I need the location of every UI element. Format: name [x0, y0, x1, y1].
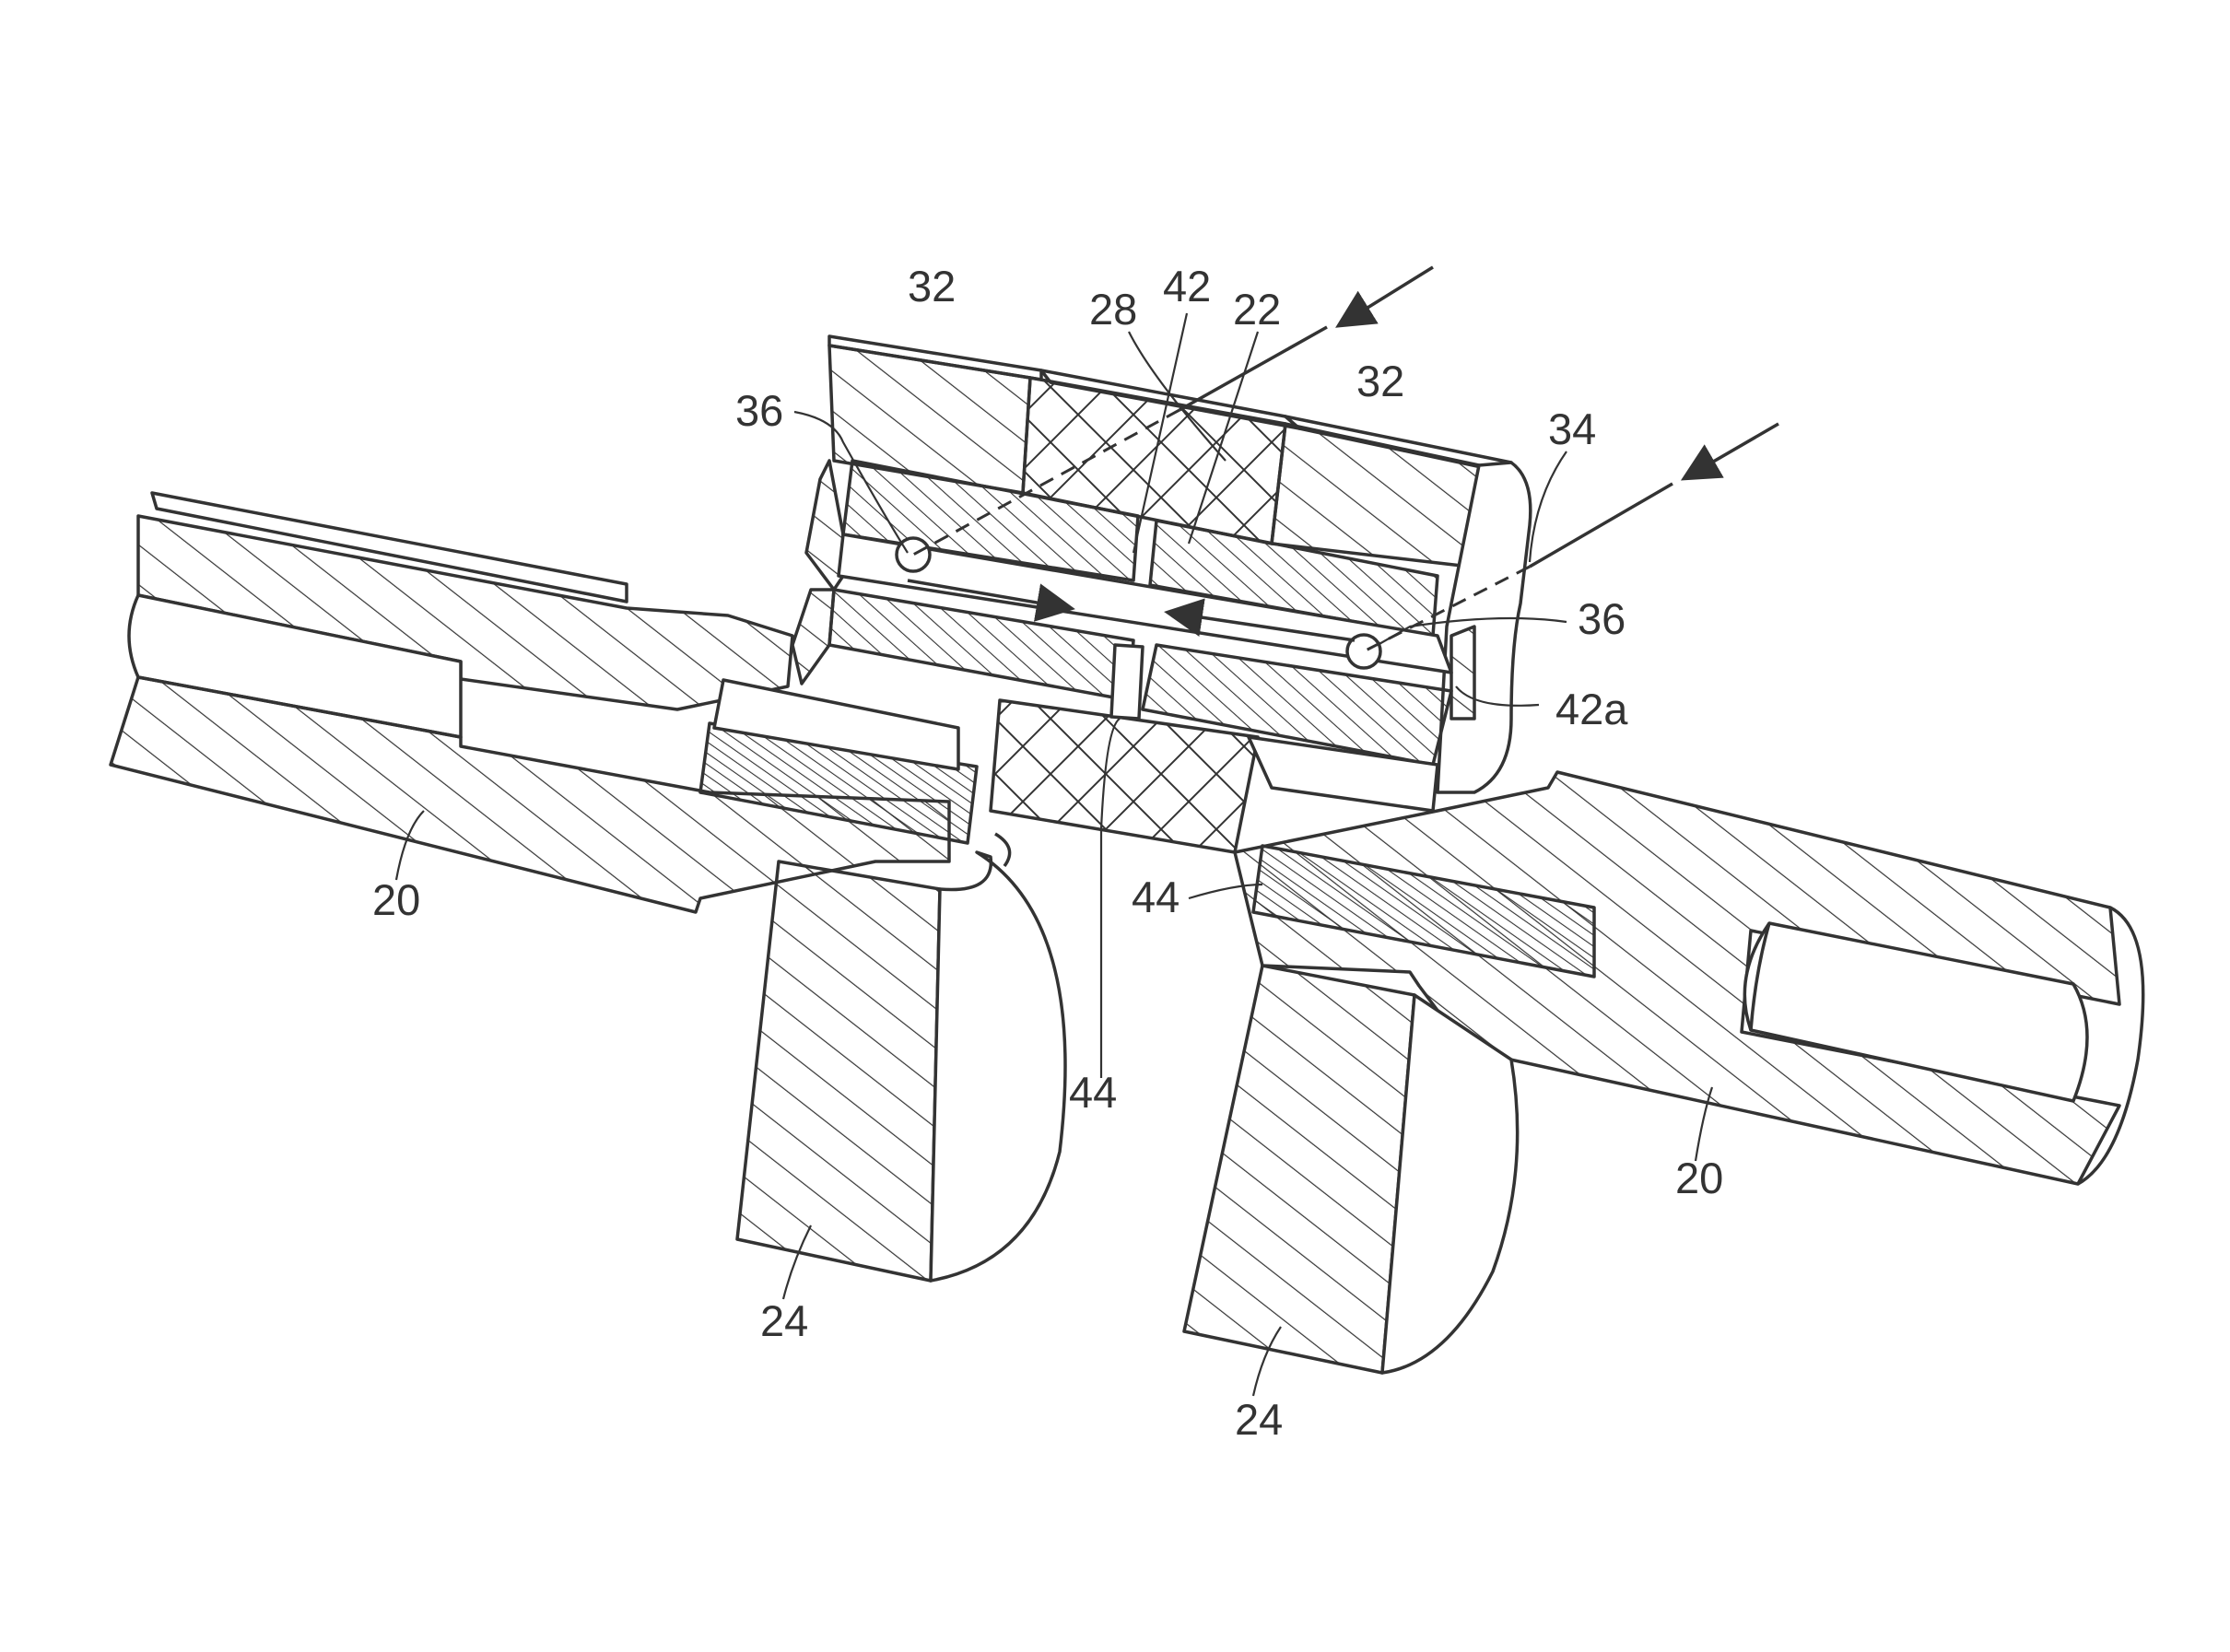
leader-44-upper [1455, 685, 1540, 707]
supply-line-upper [1179, 325, 1328, 412]
leader-36-right [1377, 616, 1567, 646]
label-36-right: 36 [1578, 594, 1626, 643]
label-24-left: 24 [760, 1296, 808, 1345]
left-crank-web [735, 832, 1067, 1283]
flow-arrow-right [907, 579, 1075, 622]
label-44-upper: 42a [1555, 685, 1628, 733]
housing [791, 334, 1532, 854]
oil-hole-left [895, 536, 932, 573]
supply-arrow-upper [1335, 265, 1434, 328]
right-shaft [1233, 735, 2145, 1186]
label-44-lower: 44 [1132, 873, 1180, 921]
leader-36-left [793, 410, 909, 554]
label-22: 22 [1233, 285, 1281, 334]
label-32-right: 32 [1356, 357, 1404, 405]
leader-24-right [1251, 1326, 1282, 1397]
label-32-left: 32 [908, 262, 956, 310]
right-crank-web [1182, 964, 1520, 1375]
leader-22 [1187, 331, 1260, 545]
supply-dashed-upper [912, 408, 1180, 557]
label-28: 28 [1089, 285, 1137, 334]
label-20-left: 20 [372, 875, 420, 924]
label-24-right: 24 [1235, 1395, 1283, 1444]
label-20-right: 20 [1675, 1154, 1723, 1202]
flow-arrow-left [1164, 598, 1356, 642]
label-42a: 44 [1069, 1068, 1117, 1117]
leader-42a [1099, 718, 1121, 1078]
leader-42 [1132, 312, 1189, 554]
supply-arrow-lower [1680, 422, 1779, 481]
left-shaft [109, 491, 951, 914]
leader-20-left [394, 810, 425, 881]
leader-24-left [781, 1224, 812, 1300]
leader-28 [1128, 331, 1226, 462]
oil-hole-right [1345, 633, 1382, 670]
label-36-left: 36 [735, 386, 783, 435]
label-34: 34 [1548, 404, 1596, 453]
leader-44-lower [1188, 883, 1263, 900]
label-42: 42 [1163, 262, 1211, 310]
leader-34 [1528, 451, 1567, 563]
leader-20-right [1694, 1086, 1714, 1162]
left-ring-upper [712, 678, 960, 771]
supply-line-lower [1529, 482, 1673, 568]
